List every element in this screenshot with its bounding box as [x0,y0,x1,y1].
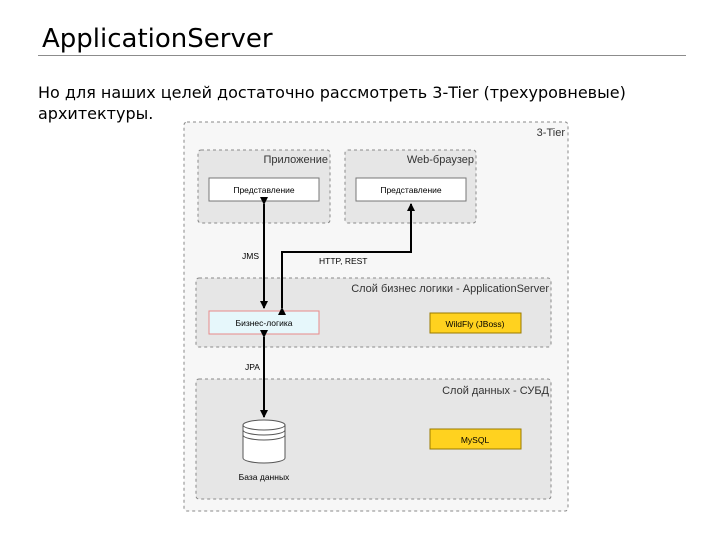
database-label: База данных [239,472,290,482]
app-group-label: Приложение [263,154,328,166]
business-layer-label: Слой бизнес логики - ApplicationServer [351,283,549,295]
mysql-label: MySQL [461,435,490,445]
jpa-label: JPA [245,362,260,372]
wildfly-box [429,312,522,334]
browser-presentation-label: Представление [380,185,442,195]
wildfly-label: WildFly (JBoss) [445,319,504,329]
business-logic-label: Бизнес-логика [236,318,293,328]
title-divider [38,55,686,56]
database-icon [242,419,286,464]
slide-title: ApplicationServer [42,24,273,54]
browser-group-label: Web-браузер [407,154,474,166]
http-rest-label: HTTP, REST [319,256,368,266]
jms-label: JMS [242,251,259,261]
data-layer-label: Слой данных - СУБД [442,385,549,397]
app-presentation-label: Представление [233,185,295,195]
data-layer-group [195,378,552,500]
three-tier-label: 3-Tier [537,127,566,139]
slide-subtitle: Но для наших целей достаточно рассмотрет… [38,83,626,123]
browser-presentation-box [355,177,467,202]
http-rest-connector [278,203,415,315]
mysql-box [429,428,522,450]
